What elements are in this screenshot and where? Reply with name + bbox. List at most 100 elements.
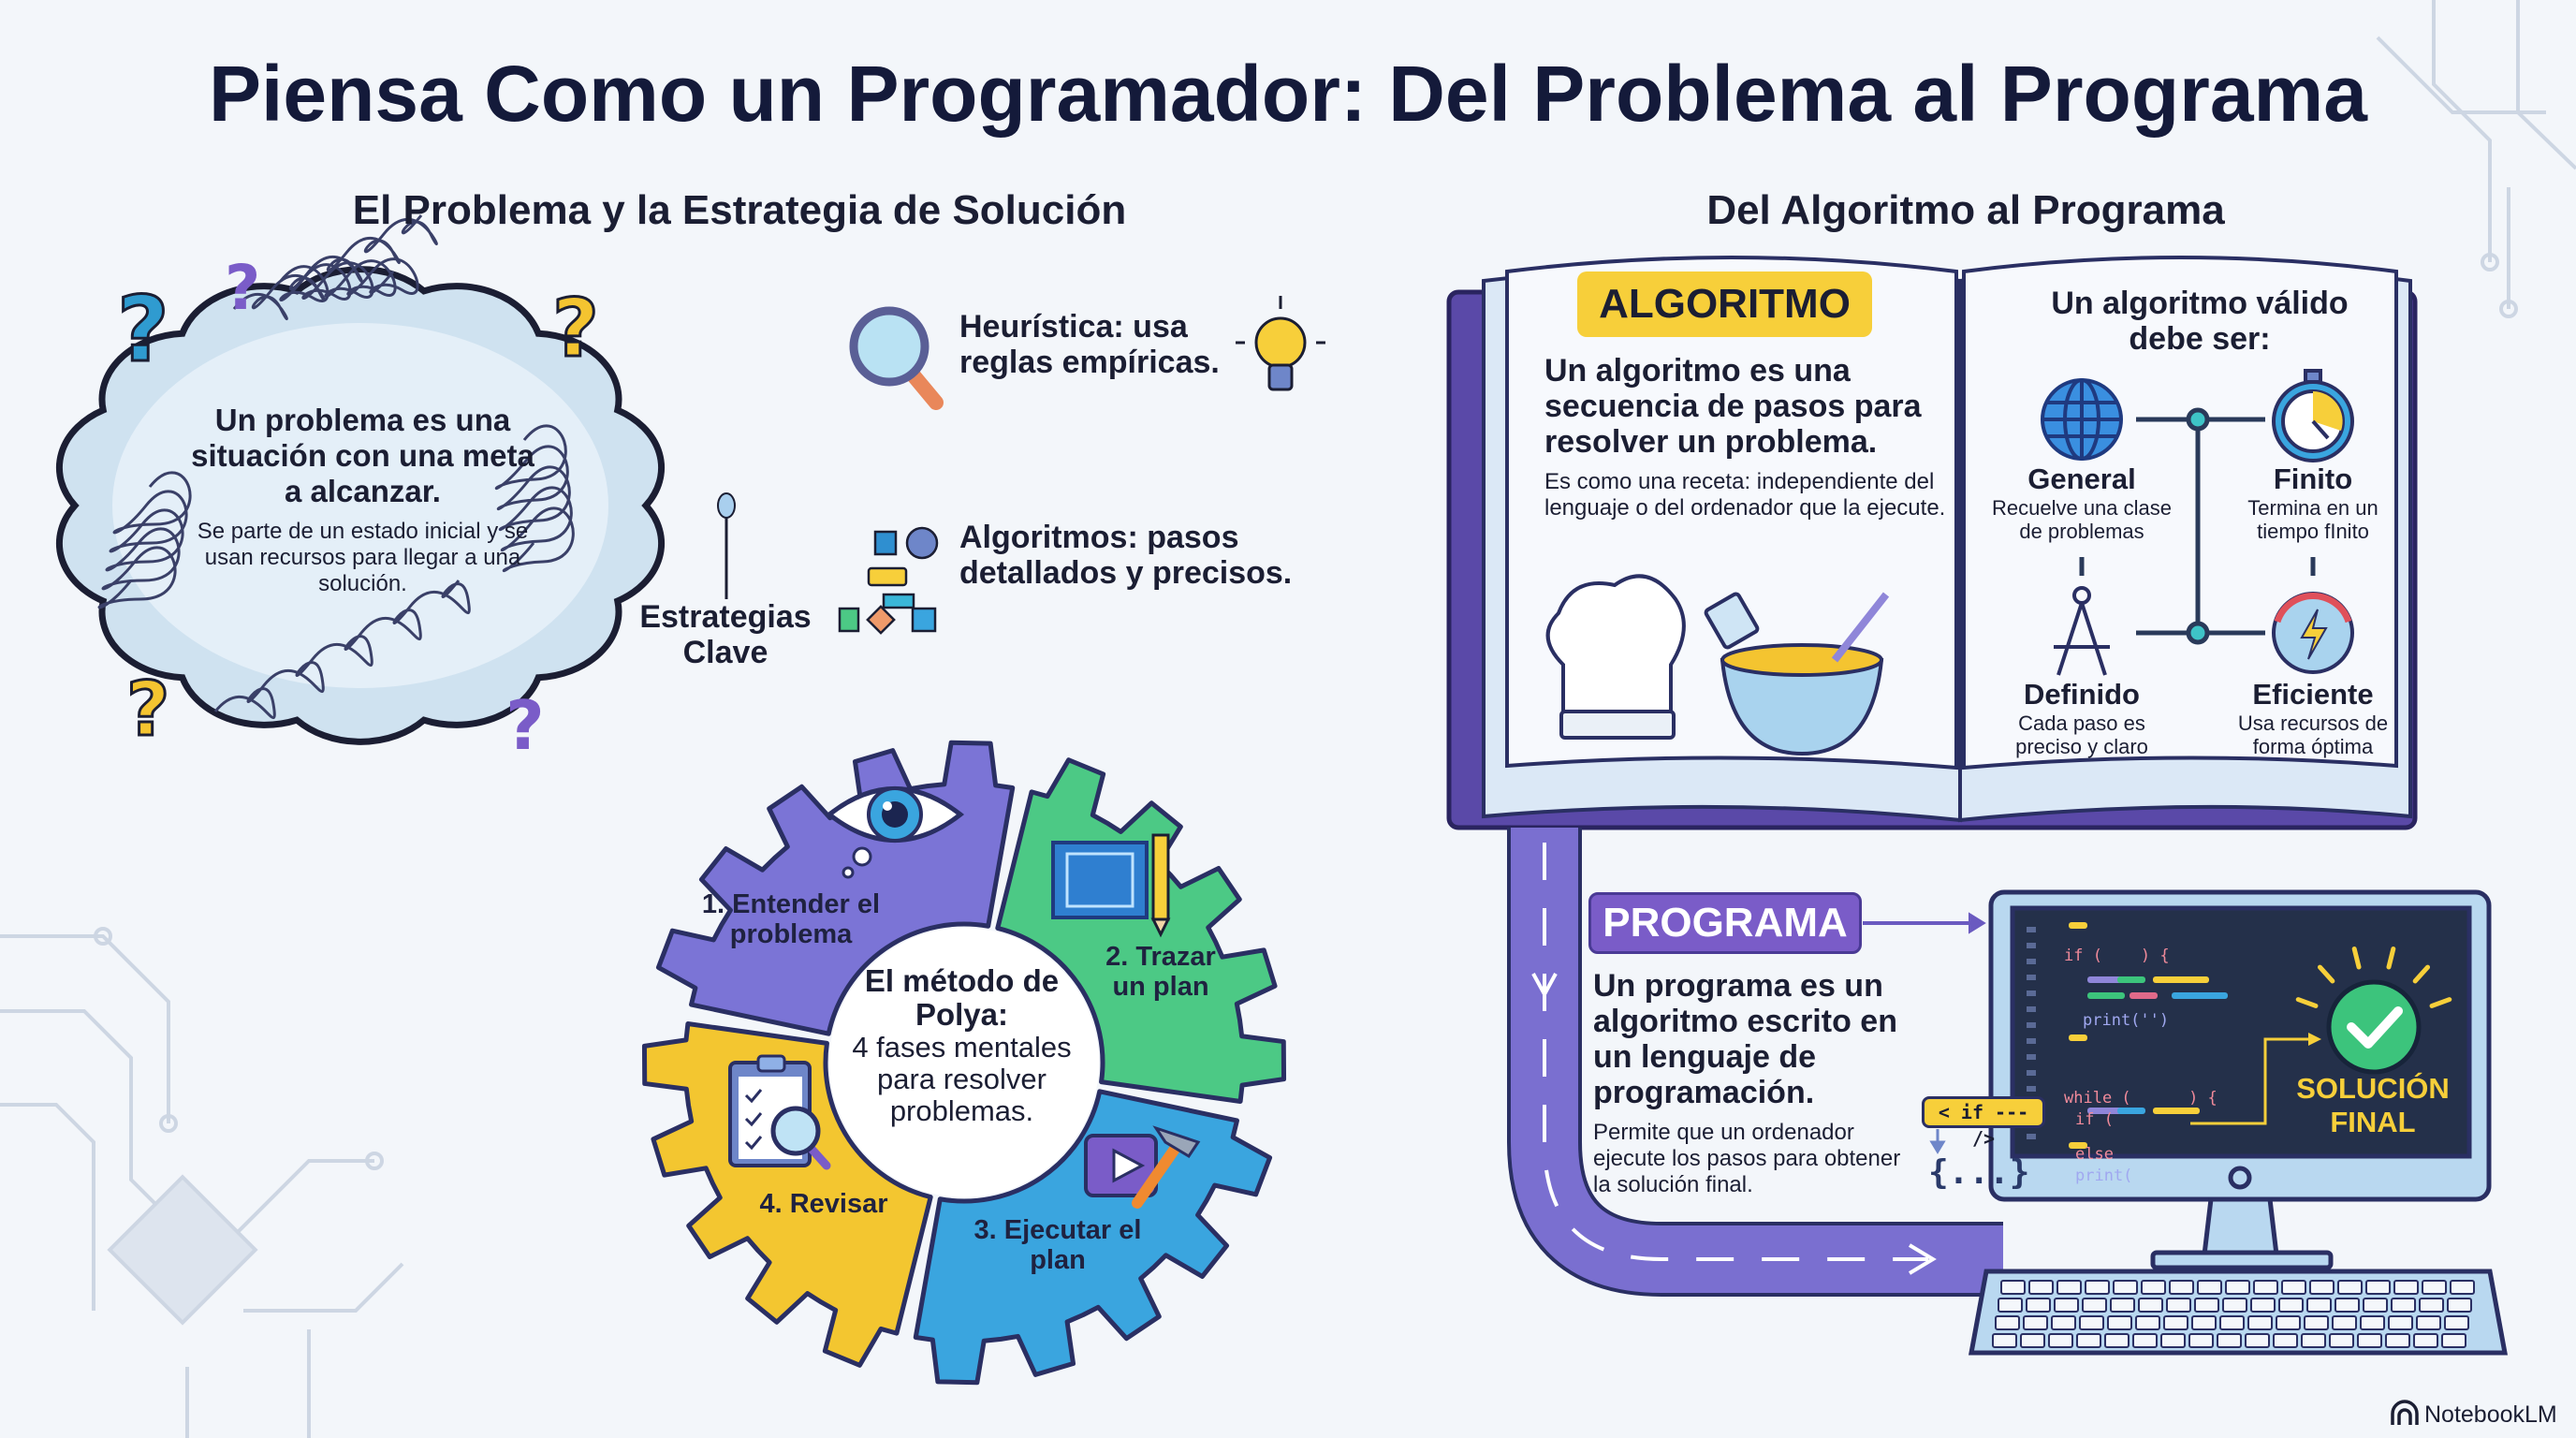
algoritmo-definition: Un algoritmo es una secuencia de pasos p… — [1544, 353, 1922, 460]
key — [2169, 1280, 2194, 1295]
property-desc: Recuelve una clase de problemas — [1991, 496, 2172, 543]
key — [2048, 1333, 2073, 1348]
mixing-bowl-icon — [1704, 592, 1890, 756]
notebooklm-logo-icon — [2391, 1400, 2419, 1425]
cloud-inner — [112, 323, 608, 688]
code-bar — [2153, 976, 2209, 983]
code-bar — [2117, 976, 2145, 983]
line-number — [2027, 1054, 2036, 1060]
key — [2113, 1280, 2138, 1295]
left-section-heading: El Problema y la Estrategia de Solución — [352, 187, 1127, 233]
tangle-line — [279, 257, 419, 302]
code-bar — [2087, 1108, 2125, 1114]
key — [2051, 1315, 2076, 1330]
code-bar — [2172, 992, 2228, 999]
arrow-to-monitor — [1863, 912, 1986, 934]
key — [2166, 1298, 2191, 1313]
key — [2245, 1333, 2270, 1348]
programa-text: Un programa es un algoritmo escrito en u… — [1593, 968, 1916, 1198]
valid-heading: Un algoritmo válido debe ser: — [2051, 286, 2349, 357]
code-bar — [2069, 922, 2087, 929]
key — [2020, 1333, 2045, 1348]
code-bar — [2069, 1034, 2087, 1041]
stopwatch-icon — [2272, 369, 2354, 462]
code-print: print('') — [2083, 1011, 2170, 1030]
code-bar — [2130, 992, 2158, 999]
key — [2393, 1280, 2419, 1295]
code-bar — [2087, 992, 2125, 999]
braces-icon: {...} — [1928, 1153, 2030, 1192]
gear-segment-4 — [641, 1021, 933, 1368]
key — [2104, 1333, 2130, 1348]
code-editor: if ( ) { print('') while ( ) { if ( else… — [2064, 927, 2217, 1187]
ray — [2429, 997, 2452, 1008]
key — [2278, 1298, 2304, 1313]
phase-3-label: 3. Ejecutar el plan — [973, 1215, 1142, 1275]
strategies-label: Estrategias Clave — [639, 599, 812, 670]
key — [2163, 1315, 2188, 1330]
key — [2026, 1298, 2051, 1313]
property-desc: Usa recursos de forma óptima — [2237, 712, 2389, 758]
algoritmo-detail: Es como una receta: independiente del le… — [1544, 469, 1946, 521]
key — [2194, 1298, 2219, 1313]
key — [2450, 1280, 2475, 1295]
tangle-line — [494, 424, 575, 573]
code-print-2: print( — [2075, 1167, 2133, 1185]
key — [2138, 1298, 2163, 1313]
key — [1995, 1315, 2020, 1330]
line-number — [2027, 990, 2036, 996]
key — [2217, 1333, 2242, 1348]
key — [1992, 1333, 2017, 1348]
code-token: ) { — [2188, 1089, 2217, 1108]
strategy-pin — [717, 492, 736, 599]
key — [2388, 1315, 2413, 1330]
programa-badge: PROGRAMA — [1588, 892, 1862, 954]
line-number — [2027, 1022, 2036, 1028]
key — [2332, 1315, 2357, 1330]
phase-1-label: 1. Entender el problema — [701, 889, 881, 949]
key — [2085, 1280, 2110, 1295]
key — [2306, 1298, 2332, 1313]
code-else: else — [2075, 1145, 2114, 1164]
key — [2082, 1298, 2107, 1313]
line-number — [2027, 927, 2036, 932]
question-mark-icon: ? — [117, 277, 169, 382]
key — [2076, 1333, 2101, 1348]
algoritmos-text: Algoritmos: pasos detallados y precisos. — [959, 520, 1293, 591]
question-mark-icon: ? — [126, 666, 169, 753]
page-title: Piensa Como un Programador: Del Problema… — [209, 50, 2367, 138]
code-if-inner: if ( — [2075, 1110, 2114, 1129]
solution-label: SOLUCIÓN FINAL — [2296, 1072, 2450, 1138]
key — [2441, 1333, 2466, 1348]
code-while: while ( ) { — [2064, 1088, 2217, 1109]
question-mark-icon: ? — [225, 252, 260, 324]
key — [2447, 1298, 2472, 1313]
key — [2253, 1280, 2278, 1295]
line-number — [2027, 1038, 2036, 1044]
key — [2110, 1298, 2135, 1313]
key — [2301, 1333, 2326, 1348]
code-bar — [2069, 1142, 2087, 1149]
property-connectors — [2079, 407, 2316, 645]
tag-connector — [1929, 1129, 1946, 1154]
key — [2416, 1315, 2441, 1330]
key — [2132, 1333, 2158, 1348]
code-token: ) { — [2140, 946, 2170, 965]
key — [2357, 1333, 2382, 1348]
key — [2054, 1298, 2079, 1313]
chef-hat-icon — [1545, 574, 1686, 740]
key — [2273, 1333, 2298, 1348]
key — [2222, 1298, 2247, 1313]
key — [1998, 1298, 2023, 1313]
question-mark-icon: ? — [505, 686, 545, 765]
key — [2079, 1315, 2104, 1330]
line-number — [2027, 1086, 2036, 1092]
keyboard-keys — [1992, 1280, 2475, 1348]
key — [2281, 1280, 2306, 1295]
key — [2191, 1315, 2217, 1330]
key — [2419, 1298, 2444, 1313]
